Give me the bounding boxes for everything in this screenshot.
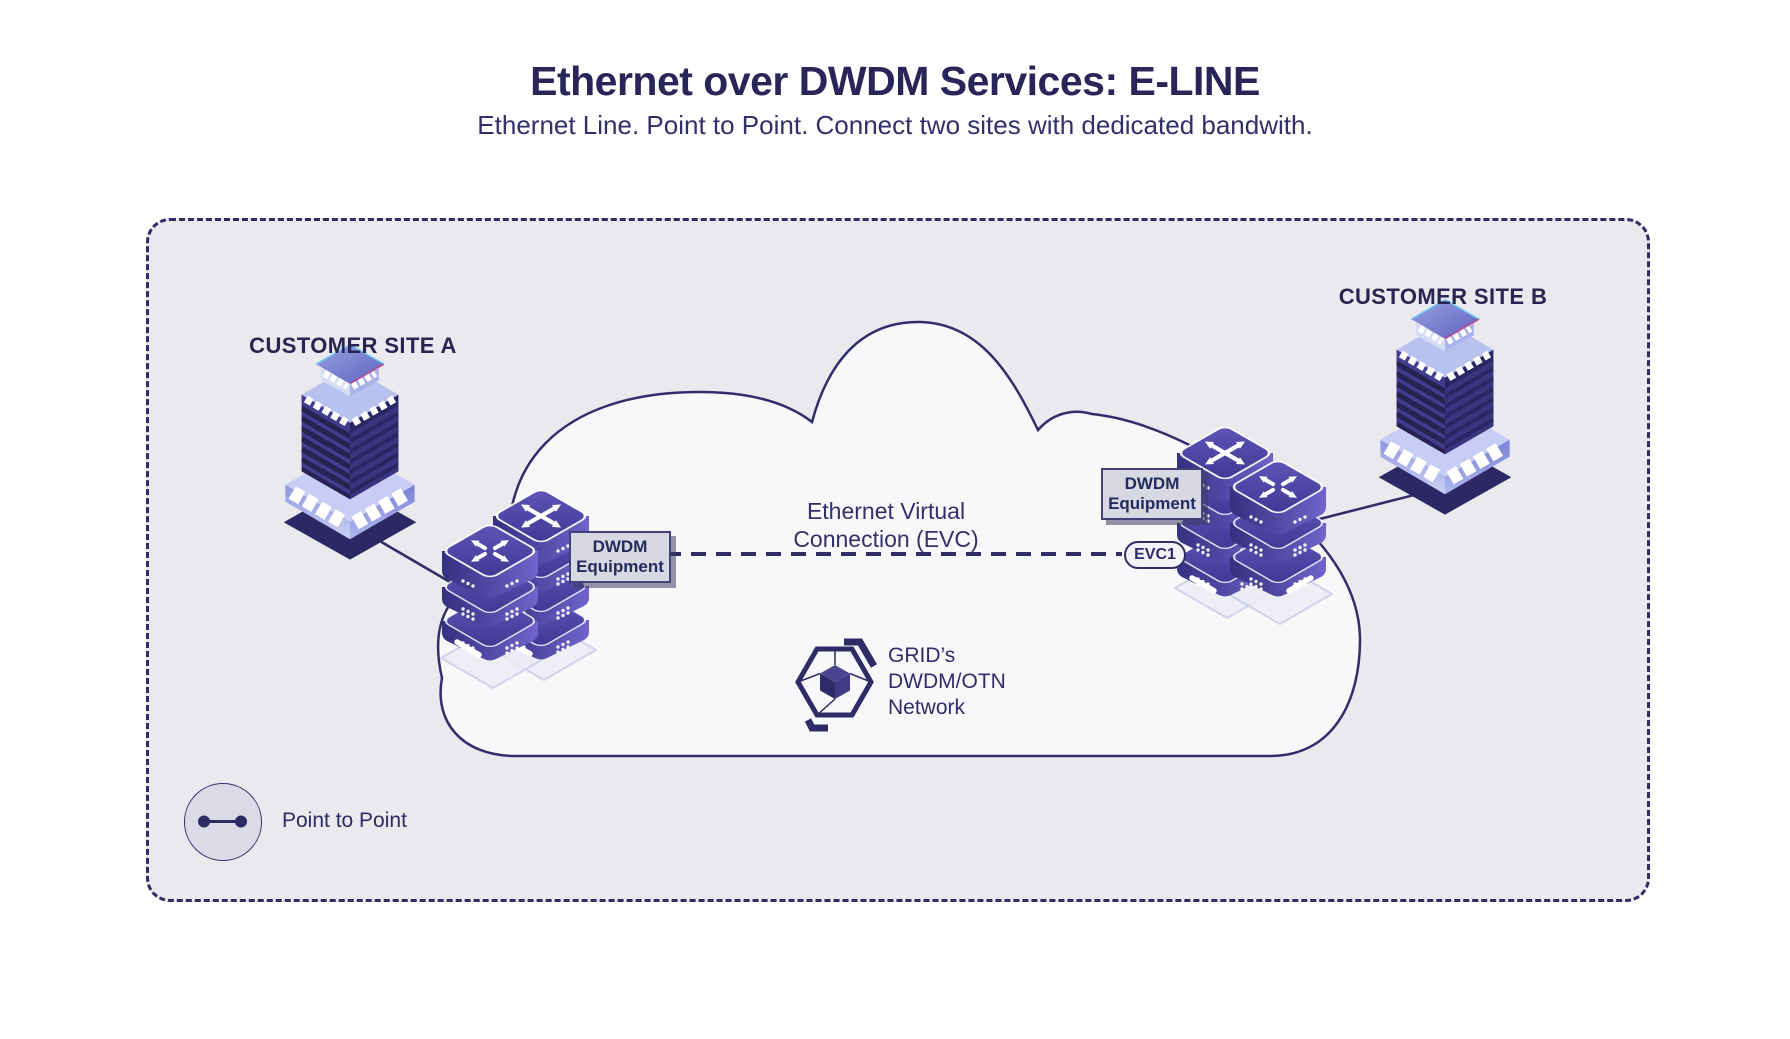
building-site-b (1379, 300, 1512, 515)
dwdm-equipment-label-left: DWDM Equipment (569, 531, 671, 583)
building-site-a (284, 345, 417, 560)
evc-connection-label: Ethernet Virtual Connection (EVC) (736, 497, 1036, 553)
evc-label-line2: Connection (EVC) (793, 526, 979, 552)
site-a-label: CUSTOMER SITE A (249, 333, 457, 358)
legend-point-to-point-label: Point to Point (282, 809, 407, 832)
access-line-site-b (1299, 491, 1423, 526)
evc1-badge: EVC1 (1124, 541, 1186, 569)
dwdm-right-line1: DWDM (1124, 474, 1180, 493)
network-label-line1: GRID’s (888, 644, 956, 667)
dwdm-equipment-label-right: DWDM Equipment (1101, 468, 1203, 520)
evc-label-line1: Ethernet Virtual (806, 498, 966, 524)
dwdm-left-line1: DWDM (592, 537, 648, 556)
dwdm-left-line2: Equipment (576, 557, 664, 576)
network-label-line3: Network (888, 696, 966, 719)
dwdm-equipment-stack-left (439, 488, 589, 662)
grid-logo (795, 638, 878, 732)
network-label: GRID’s DWDM/OTN Network (888, 643, 1078, 721)
page-title: Ethernet over DWDM Services: E-LINE (530, 58, 1260, 104)
network-label-line2: DWDM/OTN (888, 670, 1006, 693)
site-b-label: CUSTOMER SITE B (1338, 284, 1548, 309)
point-to-point-icon (184, 783, 262, 861)
dwdm-right-line2: Equipment (1108, 494, 1196, 513)
page-subtitle: Ethernet Line. Point to Point. Connect t… (477, 110, 1313, 140)
